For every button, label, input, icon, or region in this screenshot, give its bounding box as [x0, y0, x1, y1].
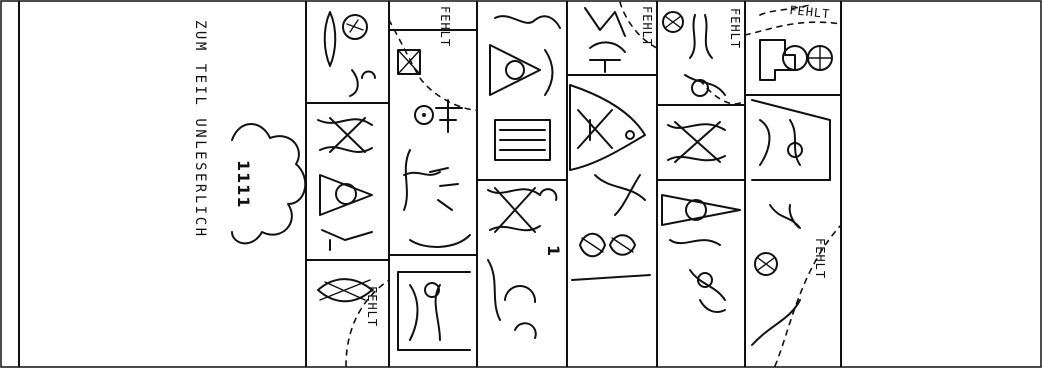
column-1-glyphs: [318, 12, 375, 301]
missing-label: FEHLT: [365, 286, 379, 327]
column-5-glyphs: [662, 12, 740, 312]
column-2-glyphs: [398, 50, 470, 350]
number-glyph: 1: [544, 245, 563, 257]
missing-label: FEHLT: [789, 3, 831, 21]
column-3-glyphs: 1: [488, 16, 563, 338]
missing-label: FEHLT: [438, 6, 452, 47]
cloud-mark: 1111: [234, 160, 253, 209]
side-note: ZUM TEIL UNLESERLICH: [192, 20, 208, 239]
missing-label: FEHLT: [640, 6, 654, 47]
column-6-glyphs: [752, 40, 832, 345]
missing-label: FEHLT: [728, 8, 742, 49]
column-4-glyphs: [570, 8, 650, 280]
missing-label: FEHLT: [813, 238, 827, 279]
